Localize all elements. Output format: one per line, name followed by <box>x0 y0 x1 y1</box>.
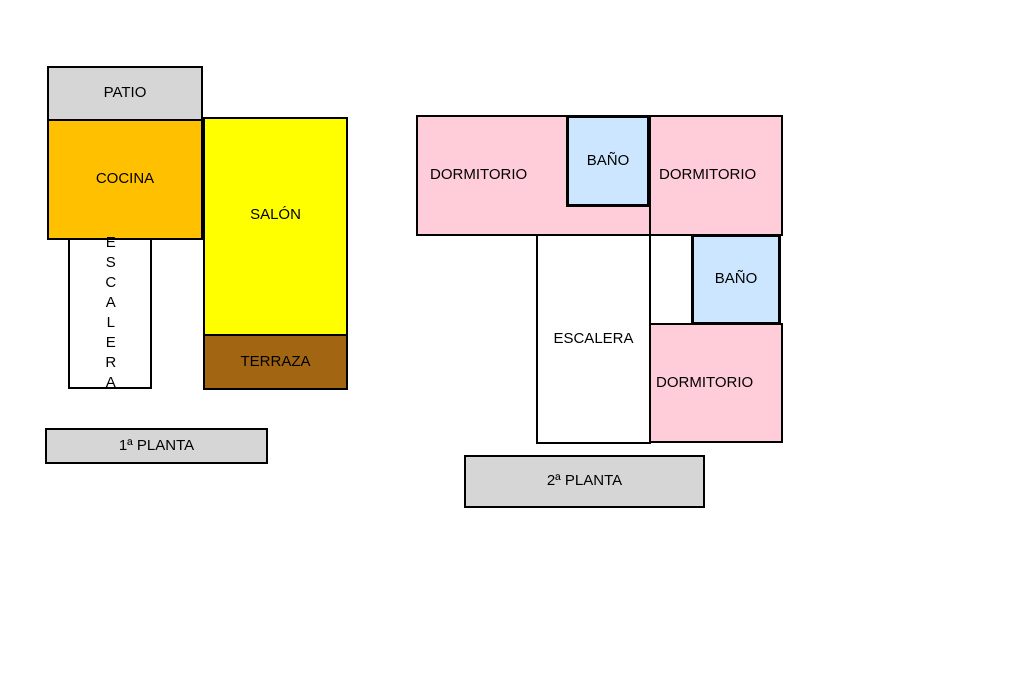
room-terraza-label: TERRAZA <box>240 352 311 370</box>
room-bano-top-label: BAÑO <box>586 151 630 169</box>
room-cocina-label: COCINA <box>95 170 155 188</box>
room-escalera-floor1-label: ESCALERA <box>102 233 120 394</box>
room-salon-label: SALÓN <box>250 206 301 223</box>
room-bano-top: BAÑO <box>566 115 650 207</box>
room-cocina: COCINA <box>47 119 203 240</box>
room-patio-label: PATIO <box>103 84 147 102</box>
room-escalera-floor2-label: ESCALERA <box>553 329 634 347</box>
room-dormitorio-bottom-label: DORMITORIO <box>656 373 754 391</box>
room-bano-middle: BAÑO <box>691 234 781 325</box>
room-escalera-floor1: ESCALERA <box>68 234 152 394</box>
floor1-title-box: 1ª PLANTA <box>45 428 268 464</box>
room-dormitorio-top-right-label: DORMITORIO <box>659 166 757 184</box>
floor2-title: 2ª PLANTA <box>546 472 623 490</box>
room-dormitorio-bottom: DORMITORIO <box>649 323 783 443</box>
room-patio: PATIO <box>47 66 203 121</box>
room-dormitorio-top-right: DORMITORIO <box>649 115 783 236</box>
room-salon: SALÓN <box>203 117 348 336</box>
room-terraza: TERRAZA <box>203 334 348 390</box>
floor2-title-box: 2ª PLANTA <box>464 455 705 508</box>
room-escalera-floor2: ESCALERA <box>536 234 651 444</box>
floor1-title: 1ª PLANTA <box>118 436 195 454</box>
room-bano-middle-label: BAÑO <box>714 270 758 288</box>
room-dormitorio-top-left-label: DORMITORIO <box>430 166 528 184</box>
